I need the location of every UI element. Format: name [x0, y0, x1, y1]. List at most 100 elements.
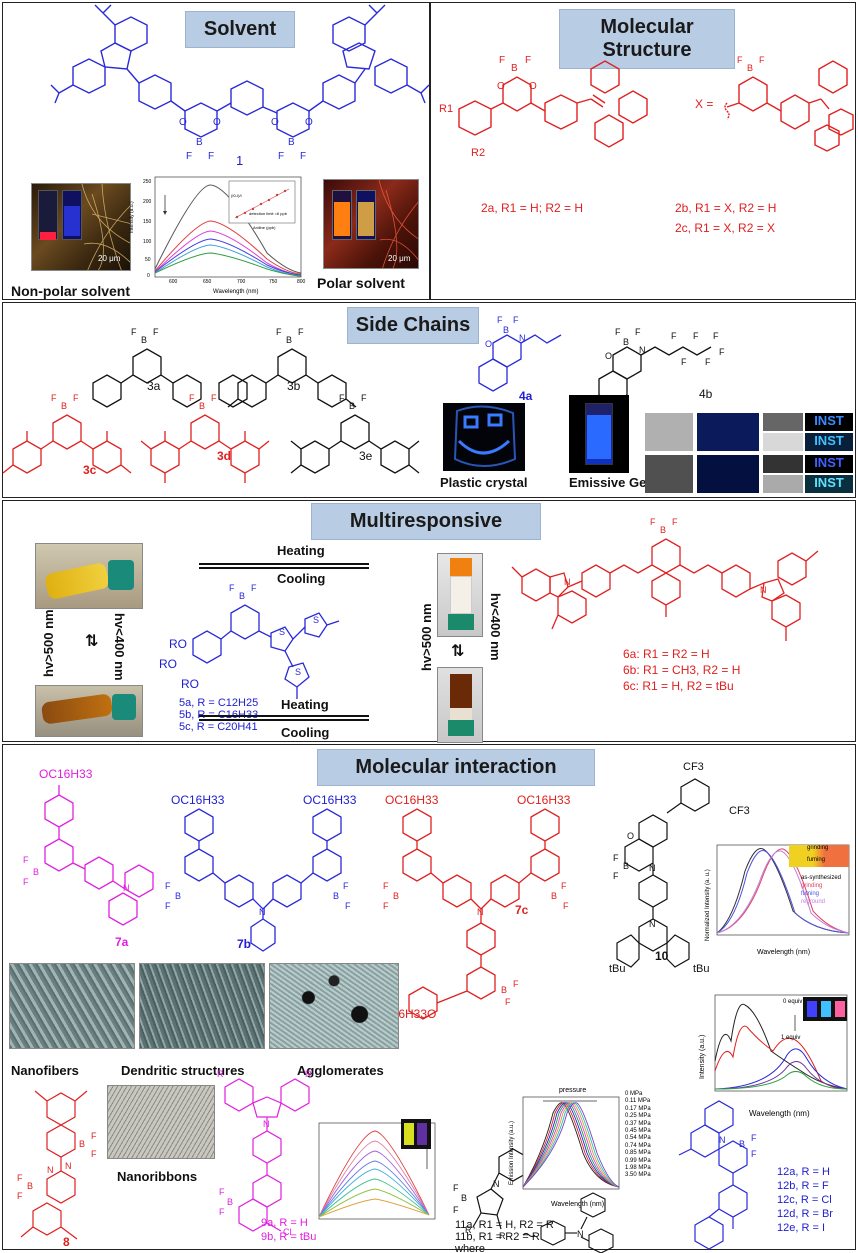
pressure-legend: 0 MPa 0.11 MPa 0.17 MPa 0.25 MPa 0.37 MP… [625, 1091, 651, 1180]
svg-text:O: O [529, 81, 537, 92]
svg-text:F: F [276, 327, 282, 337]
equiv-xlabel: Wavelength (nm) [749, 1109, 810, 1118]
svg-text:N: N [263, 1119, 270, 1129]
solvent-title: Solvent [185, 11, 295, 48]
dendritic-caption: Dendritic structures [121, 1063, 245, 1078]
svg-text:F: F [713, 331, 719, 341]
compound-6a: 6a: R1 = R2 = H [623, 647, 710, 661]
svg-text:F: F [17, 1191, 23, 1201]
svg-text:B: B [501, 985, 507, 995]
compound-11b: 11b, R1 = R2 = R [455, 1231, 540, 1243]
svg-text:F: F [635, 327, 641, 337]
svg-text:B: B [33, 867, 39, 877]
compound-9-vials [401, 1119, 431, 1149]
svg-text:B: B [747, 63, 753, 73]
svg-text:B: B [349, 401, 355, 411]
svg-text:O: O [179, 117, 187, 128]
grind-legend-3: reground [801, 899, 826, 905]
svg-text:N: N [719, 1135, 726, 1145]
svg-text:F: F [229, 583, 235, 593]
svg-text:N: N [259, 907, 266, 917]
svg-text:F: F [165, 901, 171, 911]
svg-text:F: F [693, 331, 699, 341]
compound-9b: 9b, R = tBu [261, 1231, 317, 1243]
pressure-legend-3: 0.25 MPa [625, 1113, 651, 1120]
hv-lt-400-left: hv<400 nm [112, 613, 127, 681]
svg-text:F: F [499, 55, 505, 66]
svg-text:F: F [705, 357, 711, 367]
svg-text:F: F [51, 393, 57, 403]
svg-text:N: N [65, 1161, 72, 1171]
cooling-label-top: Cooling [277, 571, 326, 586]
sem-dendritic [139, 963, 265, 1049]
svg-text:F: F [343, 881, 349, 891]
svg-text:F: F [681, 357, 687, 367]
tube-photo-orange [437, 553, 483, 637]
interaction-title: Molecular interaction [317, 749, 595, 786]
svg-text:O: O [213, 117, 221, 128]
inset-ytick-0: 0 [147, 273, 150, 279]
svg-text:N: N [493, 1179, 500, 1189]
compound-7c: 7c [515, 903, 529, 917]
svg-text:N: N [564, 577, 571, 587]
10-tbu-left: tBu [609, 963, 626, 975]
pressure-legend-10: 1.98 MPa [625, 1165, 651, 1172]
vial-photo-yellow [35, 543, 143, 609]
equiv-ylabel: Intensity (a.u.) [699, 1034, 706, 1079]
svg-text:Cl: Cl [283, 1227, 292, 1237]
inset-ytick-250: 250 [143, 179, 152, 185]
vial-photo-brown [35, 685, 143, 737]
svg-text:B: B [141, 335, 147, 345]
pressure-legend-4: 0.37 MPa [625, 1120, 651, 1127]
svg-text:B: B [660, 525, 666, 535]
svg-text:F: F [186, 151, 192, 162]
r1-label: R1 [439, 103, 454, 115]
compound-6c: 6c: R1 = H, R2 = tBu [623, 679, 734, 693]
svg-text:F: F [613, 871, 619, 881]
svg-text:B: B [739, 1139, 745, 1149]
svg-text:F: F [525, 55, 531, 66]
inset-xtick-600: 600 [169, 279, 178, 285]
inset-ytick-150: 150 [143, 219, 152, 225]
solvent-emission-chart [154, 176, 302, 278]
svg-text:F: F [383, 901, 389, 911]
compound-4b: 4b [699, 387, 713, 401]
compound-9a: 9a, R = H [261, 1217, 308, 1229]
ro-label-2: RO [159, 657, 177, 671]
svg-text:F: F [719, 347, 725, 357]
compound-7a: 7a [115, 935, 129, 949]
svg-text:N: N [649, 919, 656, 929]
svg-text:R: R [499, 1231, 506, 1241]
compound-12c: 12c, R = Cl [777, 1194, 832, 1206]
equiv-0: 0 equiv [783, 999, 803, 1005]
svg-text:F: F [91, 1131, 97, 1141]
svg-text:F: F [131, 327, 137, 337]
10-cf3-side: CF3 [729, 805, 750, 817]
pressure-legend-1: 0.11 MPa [625, 1098, 651, 1105]
svg-text:F: F [613, 853, 619, 863]
svg-text:F: F [17, 1173, 23, 1183]
svg-text:B: B [196, 137, 203, 148]
inset-xlabel: Wavelength (nm) [213, 289, 259, 295]
svg-text:F: F [671, 331, 677, 341]
nanoribbons-caption: Nanoribbons [117, 1169, 198, 1184]
compound-2c: 2c, R1 = X, R2 = X [675, 221, 776, 235]
curve-6 [154, 252, 302, 277]
svg-text:N: N [649, 863, 656, 873]
svg-text:F: F [300, 151, 306, 162]
nonpolar-scale: 20 μm [98, 254, 121, 263]
compound-5a: 5a, R = C12H25 [179, 697, 259, 709]
svg-text:F: F [219, 1207, 225, 1217]
nanoribbons-photo [107, 1085, 215, 1159]
svg-text:N: N [477, 907, 484, 917]
svg-text:F: F [513, 979, 519, 989]
svg-text:B: B [393, 891, 399, 901]
pressure-chart [522, 1096, 620, 1190]
nonpolar-caption: Non-polar solvent [11, 283, 131, 299]
